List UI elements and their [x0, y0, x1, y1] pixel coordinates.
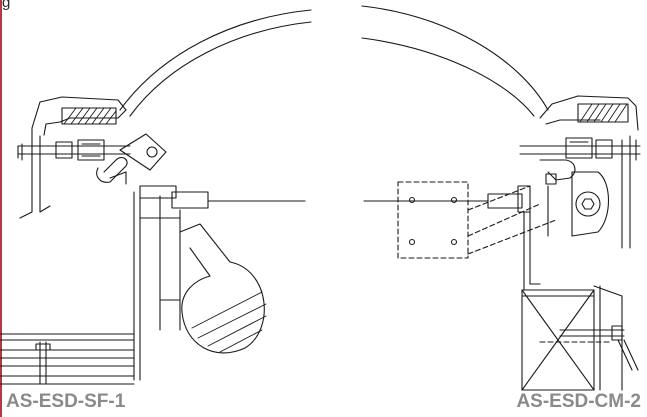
left-dome-inner-arc [129, 21, 312, 117]
right-lower-curb [521, 289, 595, 391]
right-fastener-nut [595, 139, 613, 159]
right-curb-frame [539, 95, 639, 131]
left-pivot-arm [119, 133, 167, 171]
top-label: g [2, 0, 11, 11]
right-pivot-bolt-ring [575, 191, 601, 217]
left-counterweight [179, 223, 265, 354]
right-gasket-hatch [579, 103, 628, 123]
right-hinge-holes [408, 196, 458, 246]
right-pivot-bolt-hex [581, 198, 595, 210]
left-mount-bracket [139, 185, 177, 199]
left-pivot-bolt [146, 146, 158, 158]
left-fastener-bar [17, 143, 131, 161]
right-hinge-dashed-links [467, 185, 557, 255]
left-dome-outer-arc [119, 9, 312, 111]
left-detail-label: AS-ESD-SF-1 [6, 391, 126, 412]
left-base-joists [0, 333, 135, 385]
right-hinge-plate-dashed [397, 181, 469, 259]
right-detail [361, 5, 641, 391]
right-vertical-support [523, 185, 549, 291]
left-curb-wall [19, 127, 51, 219]
right-detail-label: AS-ESD-CM-2 [516, 391, 641, 412]
left-counterweight-hatch [191, 291, 267, 353]
left-curb-frame [31, 96, 127, 136]
left-edge-accent [0, 0, 2, 417]
right-pivot-arm [571, 171, 609, 237]
right-curb-wall [621, 135, 631, 249]
right-dome-outer-arc [361, 5, 549, 111]
left-gasket-hatch [63, 107, 117, 125]
right-seal-channel [565, 137, 593, 159]
left-seal-channel [77, 139, 105, 161]
right-dome-inner-arc [361, 37, 535, 117]
left-vertical-support [133, 191, 181, 381]
right-mount-bracket [487, 193, 523, 209]
right-bracket-hook [539, 159, 576, 181]
left-fastener-nut [55, 141, 73, 159]
left-detail [0, 9, 312, 385]
right-gasket-block [577, 103, 629, 123]
right-lower-fastener [539, 325, 639, 371]
left-bracket-hook [96, 157, 128, 183]
left-gasket-block [61, 107, 117, 125]
